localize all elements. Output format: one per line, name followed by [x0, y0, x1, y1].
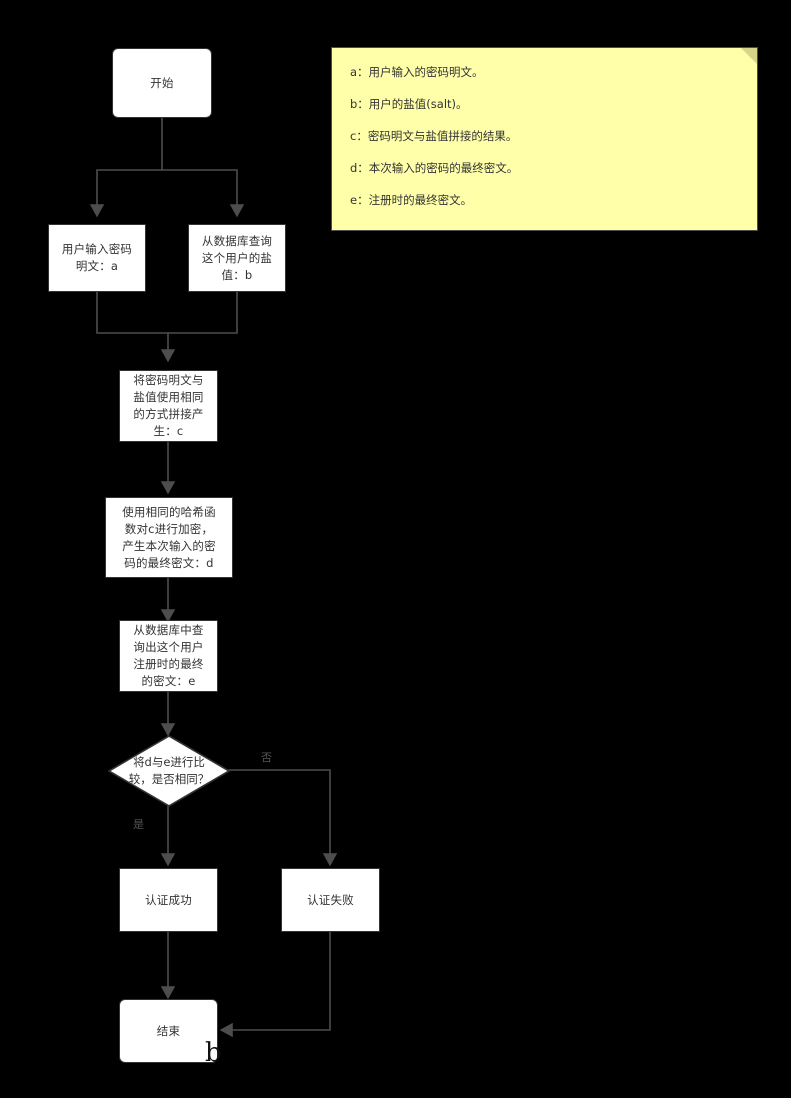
node-query-salt[interactable]: 从数据库查询 这个用户的盐 值：b [188, 224, 286, 292]
node-concat[interactable]: 将密码明文与 盐值使用相同 的方式拼接产 生：c [119, 370, 218, 442]
legend-note: a：用户输入的密码明文。 b：用户的盐值(salt)。 c：密码明文与盐值拼接的… [331, 47, 758, 231]
edge-label-yes: 是 [133, 818, 144, 831]
edge-failure-to-end [219, 932, 331, 1038]
node-input-password[interactable]: 用户输入密码 明文：a [48, 224, 146, 292]
node-end[interactable]: 结束 [119, 999, 218, 1063]
note-line-b: b：用户的盐值(salt)。 [350, 97, 468, 111]
text-cursor-artifact: b [205, 1038, 222, 1068]
edge-label-no: 否 [261, 751, 272, 764]
node-auth-success[interactable]: 认证成功 [119, 868, 218, 932]
node-start[interactable]: 开始 [112, 48, 212, 118]
node-auth-failure[interactable]: 认证失败 [281, 868, 380, 932]
edge-start-fork-right [162, 169, 245, 218]
note-line-a: a：用户输入的密码明文。 [350, 65, 484, 79]
note-fold-corner [741, 48, 757, 64]
decision-shape [107, 735, 231, 807]
node-hash[interactable]: 使用相同的哈希函 数对c进行加密， 产生本次输入的密 码的最终密文：d [105, 497, 233, 578]
edge-salt-merge [168, 292, 238, 334]
node-decision[interactable]: 将d与e进行比 较，是否相同？ [107, 735, 231, 807]
note-line-c: c：密码明文与盐值拼接的结果。 [350, 129, 518, 143]
node-query-registered[interactable]: 从数据库中查 询出这个用户 注册时的最终 的密文：e [119, 620, 218, 692]
edge-input-merge [96, 292, 176, 363]
edge-decision-no [228, 769, 338, 867]
edge-start-fork [89, 118, 163, 218]
note-line-e: e：注册时的最终密文。 [350, 193, 473, 207]
note-line-d: d：本次输入的密码的最终密文。 [350, 161, 519, 175]
